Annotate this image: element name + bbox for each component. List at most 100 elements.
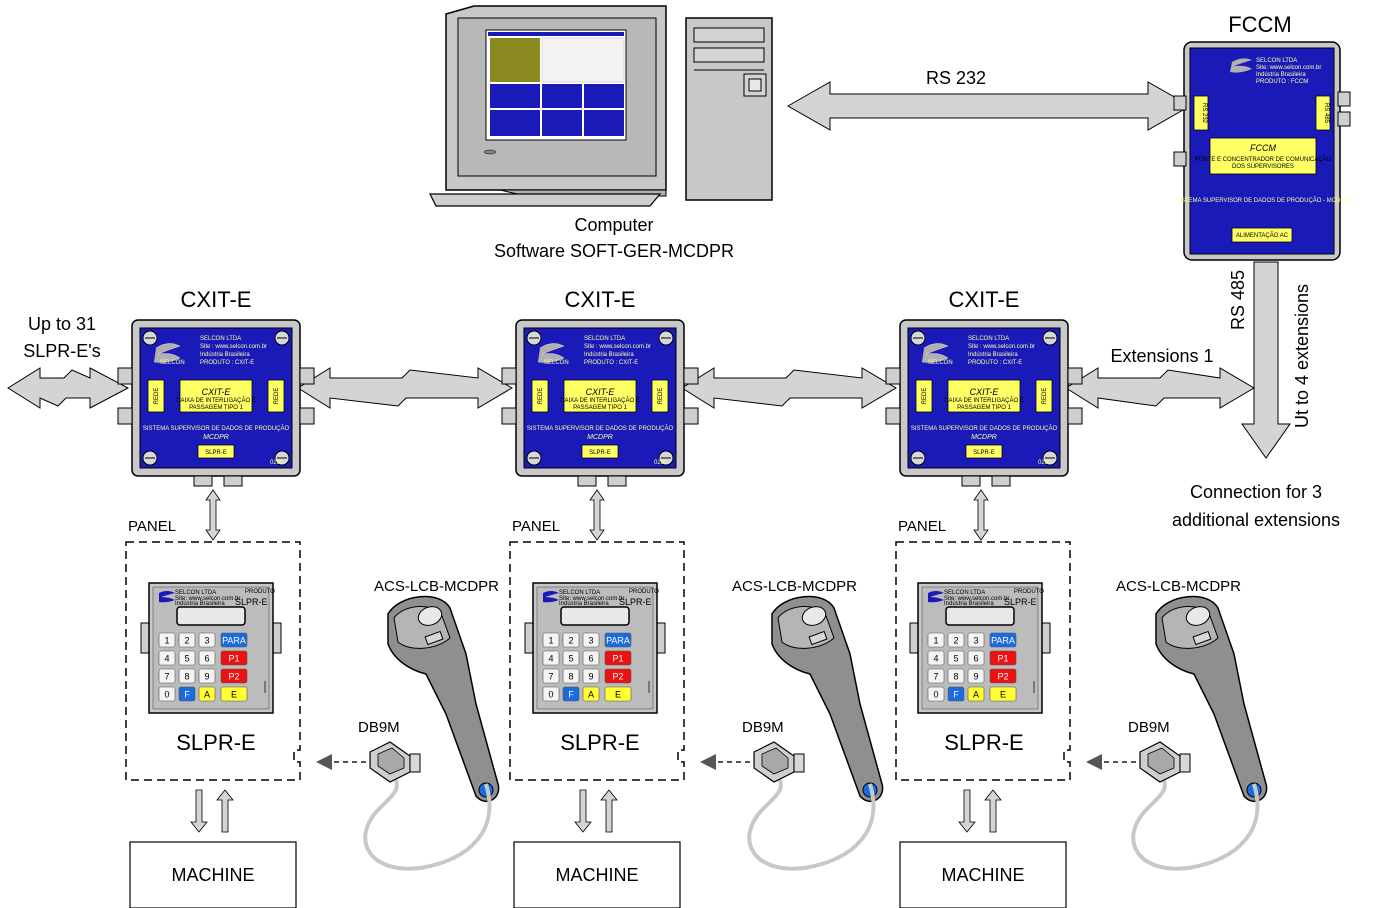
machine-box-1 [129, 841, 297, 908]
key-7-1 [158, 668, 176, 684]
key-label-3-1: 3 [204, 636, 209, 646]
slpr-industria-2: Indústria Brasileira [559, 601, 609, 607]
cxit-code-2: 0262 [654, 460, 668, 466]
cxit-code-1: 0262 [270, 460, 284, 466]
cxit-brand-3d: PRODUTO : CXIT-E [968, 360, 1022, 366]
key-4-2 [542, 650, 560, 666]
machine-label-3: MACHINE [941, 865, 1024, 885]
key-p1-1 [220, 650, 248, 666]
cxit-brand-1b: Site : www.selcon.com.br [200, 344, 267, 350]
unit-2: CXIT-E SELCON LTDA Site : www.selcon.com… [501, 287, 884, 908]
cxit-brand-2b: Site : www.selcon.com.br [584, 344, 651, 350]
fccm-footer: SISTEMA SUPERVISOR DE DADOS DE PRODUÇÃO … [1175, 197, 1349, 204]
cxit-footer-3: SISTEMA SUPERVISOR DE DADOS DE PRODUÇÃO [911, 425, 1058, 432]
db9m-label-2: DB9M [742, 719, 784, 736]
cxit-logo-1: SELCON [160, 360, 185, 366]
key-label-9-2: 9 [588, 672, 593, 682]
key-a-1 [198, 686, 216, 702]
cxit-slpr-arrow-2 [589, 489, 605, 541]
computer-workstation: Computer Software SOFT-GER-MCDPR [429, 5, 773, 261]
slpr-industria-1: Indústria Brasileira [175, 601, 225, 607]
slpr-model-1: SLPR-E [235, 597, 268, 607]
slpr-brand-1: SELCON LTDA [175, 590, 216, 596]
tower-pc-icon [685, 17, 773, 201]
network-arrow-up-to-31 [7, 367, 130, 409]
cxit-brand-3a: SELCON LTDA [968, 336, 1009, 342]
cxit-slpr-arrow-1 [205, 489, 221, 541]
reader-label-2: ACS-LCB-MCDPR [732, 578, 857, 595]
key-label-4-3: 4 [933, 654, 938, 664]
key-label-2-3: 2 [953, 636, 958, 646]
fccm-title: FCCM [1228, 12, 1292, 37]
key-6-2 [582, 650, 600, 666]
reader-cable-2 [747, 779, 876, 871]
key-p2-3 [989, 668, 1017, 684]
connection-label-1: Connection for 3 [1190, 482, 1322, 502]
key-label-5-2: 5 [568, 654, 573, 664]
fccm-brand-3: Indústria Brasileira [1256, 72, 1306, 78]
cxit-rede-right-1: REDE [274, 388, 280, 405]
key-label-7-3: 7 [933, 672, 938, 682]
cxit-brand-2d: PRODUTO : CXIT-E [584, 360, 638, 366]
key-5-2 [562, 650, 580, 666]
slpr-site-1: Site: www.selcon.com.br [175, 596, 240, 602]
machine-arrows-1 [190, 789, 234, 833]
key-label-e-2: E [615, 690, 621, 700]
fccm-enclosure: SELCON LTDA Site: www.selcon.com.br Indú… [1173, 41, 1351, 261]
key-f-2 [562, 686, 580, 702]
reader-cable-1 [363, 779, 492, 871]
key-label-p2-3: P2 [997, 672, 1008, 682]
up-to-31-label-1: Up to 31 [28, 314, 96, 334]
cxit-mcdpr-2: MCDPR [587, 434, 613, 441]
key-3-3 [967, 632, 985, 648]
key-label-8-2: 8 [568, 672, 573, 682]
fccm-power-label: ALIMENTAÇÃO AC [1236, 232, 1289, 239]
reader-label-1: ACS-LCB-MCDPR [374, 578, 499, 595]
key-label-e-1: E [231, 690, 237, 700]
cxit-logo-2: SELCON [544, 360, 569, 366]
cxit-slpr-label-2: SLPR-E [589, 450, 611, 456]
slpr-site-3: Site: www.selcon.com.br [944, 596, 1009, 602]
key-label-2-1: 2 [184, 636, 189, 646]
key-label-p1-2: P1 [612, 654, 623, 664]
key-p1-3 [989, 650, 1017, 666]
fccm-side-left: RS 232 [1201, 103, 1207, 124]
rs232-label: RS 232 [926, 68, 986, 88]
network-arrow-1-2 [297, 367, 513, 409]
key-label-0-3: 0 [933, 690, 938, 700]
key-2-1 [178, 632, 196, 648]
key-label-8-3: 8 [953, 672, 958, 682]
key-9-2 [582, 668, 600, 684]
fccm-brand-2: Site: www.selcon.com.br [1256, 65, 1321, 71]
key-f-3 [947, 686, 965, 702]
cxit-e-enclosure-1: SELCON LTDA Site : www.selcon.com.br Ind… [117, 319, 315, 487]
key-p2-2 [604, 668, 632, 684]
key-label-e-3: E [1000, 690, 1006, 700]
fccm-brand-4: PRODUTO : FCCM [1256, 79, 1308, 85]
key-label-p1-3: P1 [997, 654, 1008, 664]
cxit-brand-1d: PRODUTO : CXIT-E [200, 360, 254, 366]
key-a-2 [582, 686, 600, 702]
key-9-1 [198, 668, 216, 684]
rs232-link-arrow [786, 81, 1192, 131]
key-7-3 [927, 668, 945, 684]
machine-label-1: MACHINE [171, 865, 254, 885]
key-para-3 [989, 632, 1017, 648]
key-p1-2 [604, 650, 632, 666]
panel-outline-3 [895, 541, 1071, 781]
key-label-p1-1: P1 [228, 654, 239, 664]
cxit-box-sub-1b: PASSAGEM TIPO 1 [189, 405, 243, 411]
key-label-para-2: PARA [606, 636, 630, 646]
slpr-e-terminal-3: SELCON LTDA Site: www.selcon.com.br Indú… [909, 582, 1051, 714]
fccm-side-right: RS 485 [1323, 103, 1329, 124]
cxit-brand-2a: SELCON LTDA [584, 336, 625, 342]
cxit-brand-1a: SELCON LTDA [200, 336, 241, 342]
cxit-rede-right-2: REDE [658, 388, 664, 405]
key-5-3 [947, 650, 965, 666]
up-to-4-label: Ut to 4 extensions [1292, 284, 1312, 428]
cxit-e-enclosure-3: SELCON LTDA Site : www.selcon.com.br Ind… [885, 319, 1083, 487]
slpr-industria-3: Indústria Brasileira [944, 601, 994, 607]
key-label-p2-1: P2 [228, 672, 239, 682]
cxit-rede-left-3: REDE [922, 388, 928, 405]
db9m-connector-3 [1139, 741, 1191, 783]
